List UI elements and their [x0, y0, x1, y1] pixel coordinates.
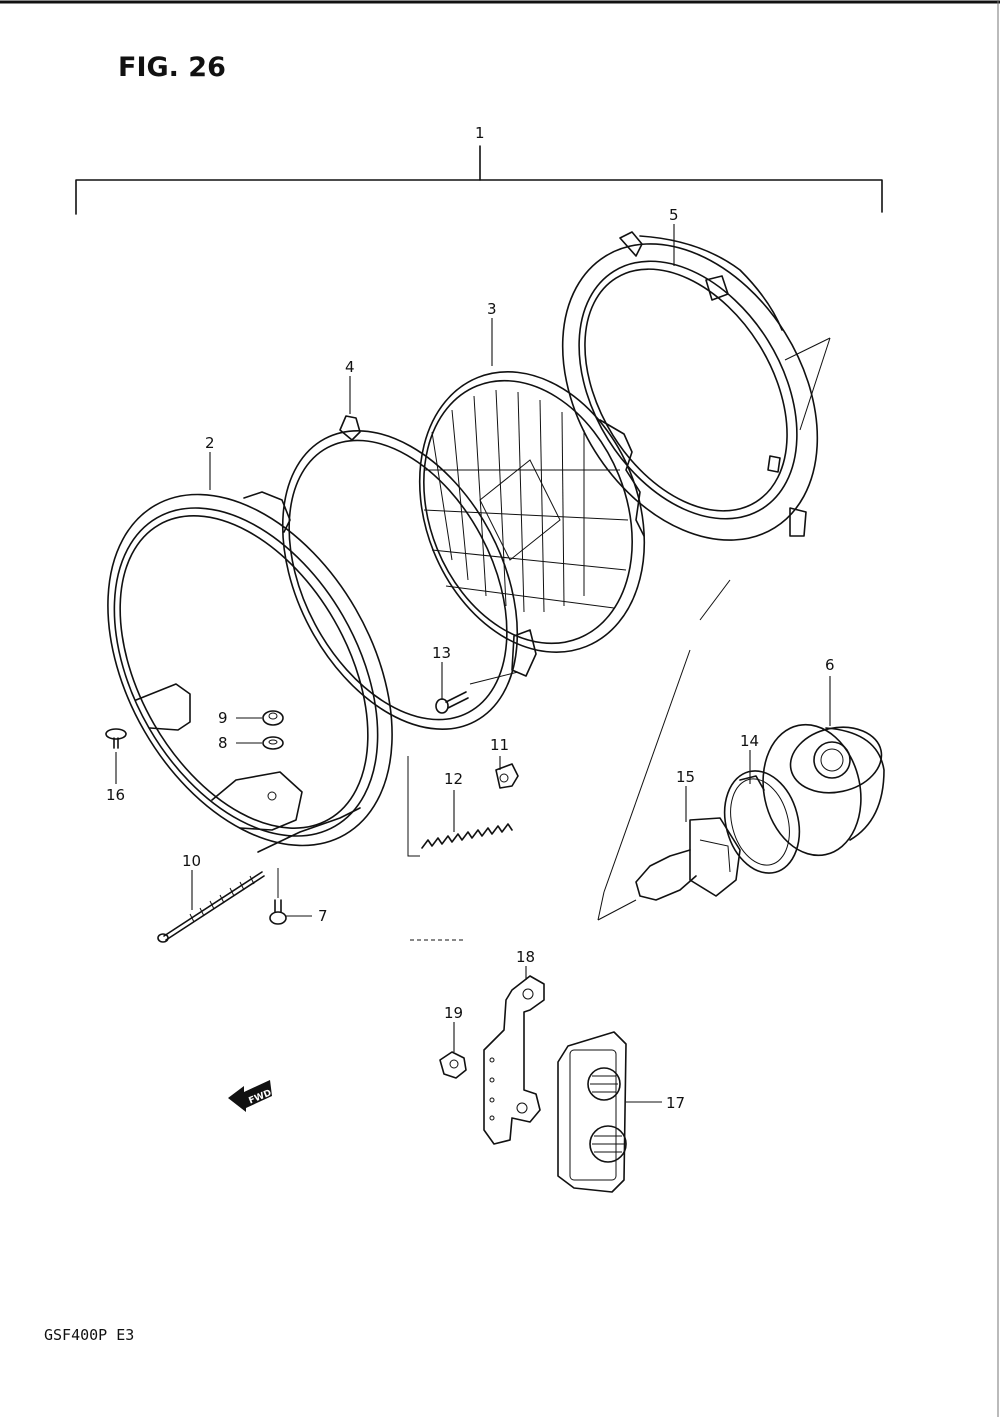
callout-14: 14 — [740, 732, 759, 750]
callout-1: 1 — [475, 124, 485, 142]
part-4-inner-rim — [281, 415, 537, 730]
callout-9: 9 — [218, 709, 228, 727]
callout-leaders — [115, 224, 831, 1103]
callout-15: 15 — [676, 768, 695, 786]
model-code: GSF400P E3 — [44, 1326, 135, 1344]
part-12-spring — [407, 756, 513, 857]
part-17-reflector — [557, 1031, 627, 1193]
callout-5: 5 — [669, 206, 679, 224]
callout-labels: 1 2 3 4 5 6 7 8 9 10 11 12 13 14 15 16 1… — [106, 124, 835, 1112]
part-8-washer — [262, 736, 284, 750]
callout-12: 12 — [444, 770, 463, 788]
callout-10: 10 — [182, 852, 201, 870]
callout-4: 4 — [345, 358, 355, 376]
callout-6: 6 — [825, 656, 835, 674]
callout-2: 2 — [205, 434, 215, 452]
part-9-nut — [262, 710, 284, 726]
part-6-socket-cover — [762, 723, 885, 857]
part-13-screw — [435, 691, 469, 714]
callout-16: 16 — [106, 786, 125, 804]
callout-3: 3 — [487, 300, 497, 318]
callout-18: 18 — [516, 948, 535, 966]
callout-17: 17 — [666, 1094, 685, 1112]
part-11-nut — [495, 763, 519, 789]
callout-11: 11 — [490, 736, 509, 754]
figure-title: FIG. 26 — [118, 52, 226, 83]
assembly-bracket — [75, 145, 883, 215]
fwd-direction-badge: FWD — [228, 1080, 273, 1112]
part-19-nut — [439, 1051, 467, 1079]
callout-7: 7 — [318, 907, 328, 925]
part-16-screw — [105, 728, 127, 749]
part-7-screw — [269, 868, 287, 925]
part-14-bulb-holder — [723, 770, 801, 874]
part-10-adjusting-screw — [157, 871, 265, 943]
callout-8: 8 — [218, 734, 228, 752]
part-15-bulb — [597, 579, 741, 921]
callout-13: 13 — [432, 644, 451, 662]
part-3-headlight-lens — [418, 371, 646, 653]
callout-19: 19 — [444, 1004, 463, 1022]
part-2-outer-rim — [107, 491, 393, 853]
part-5-headlight-housing — [561, 231, 831, 541]
part-18-bracket — [483, 975, 545, 1145]
